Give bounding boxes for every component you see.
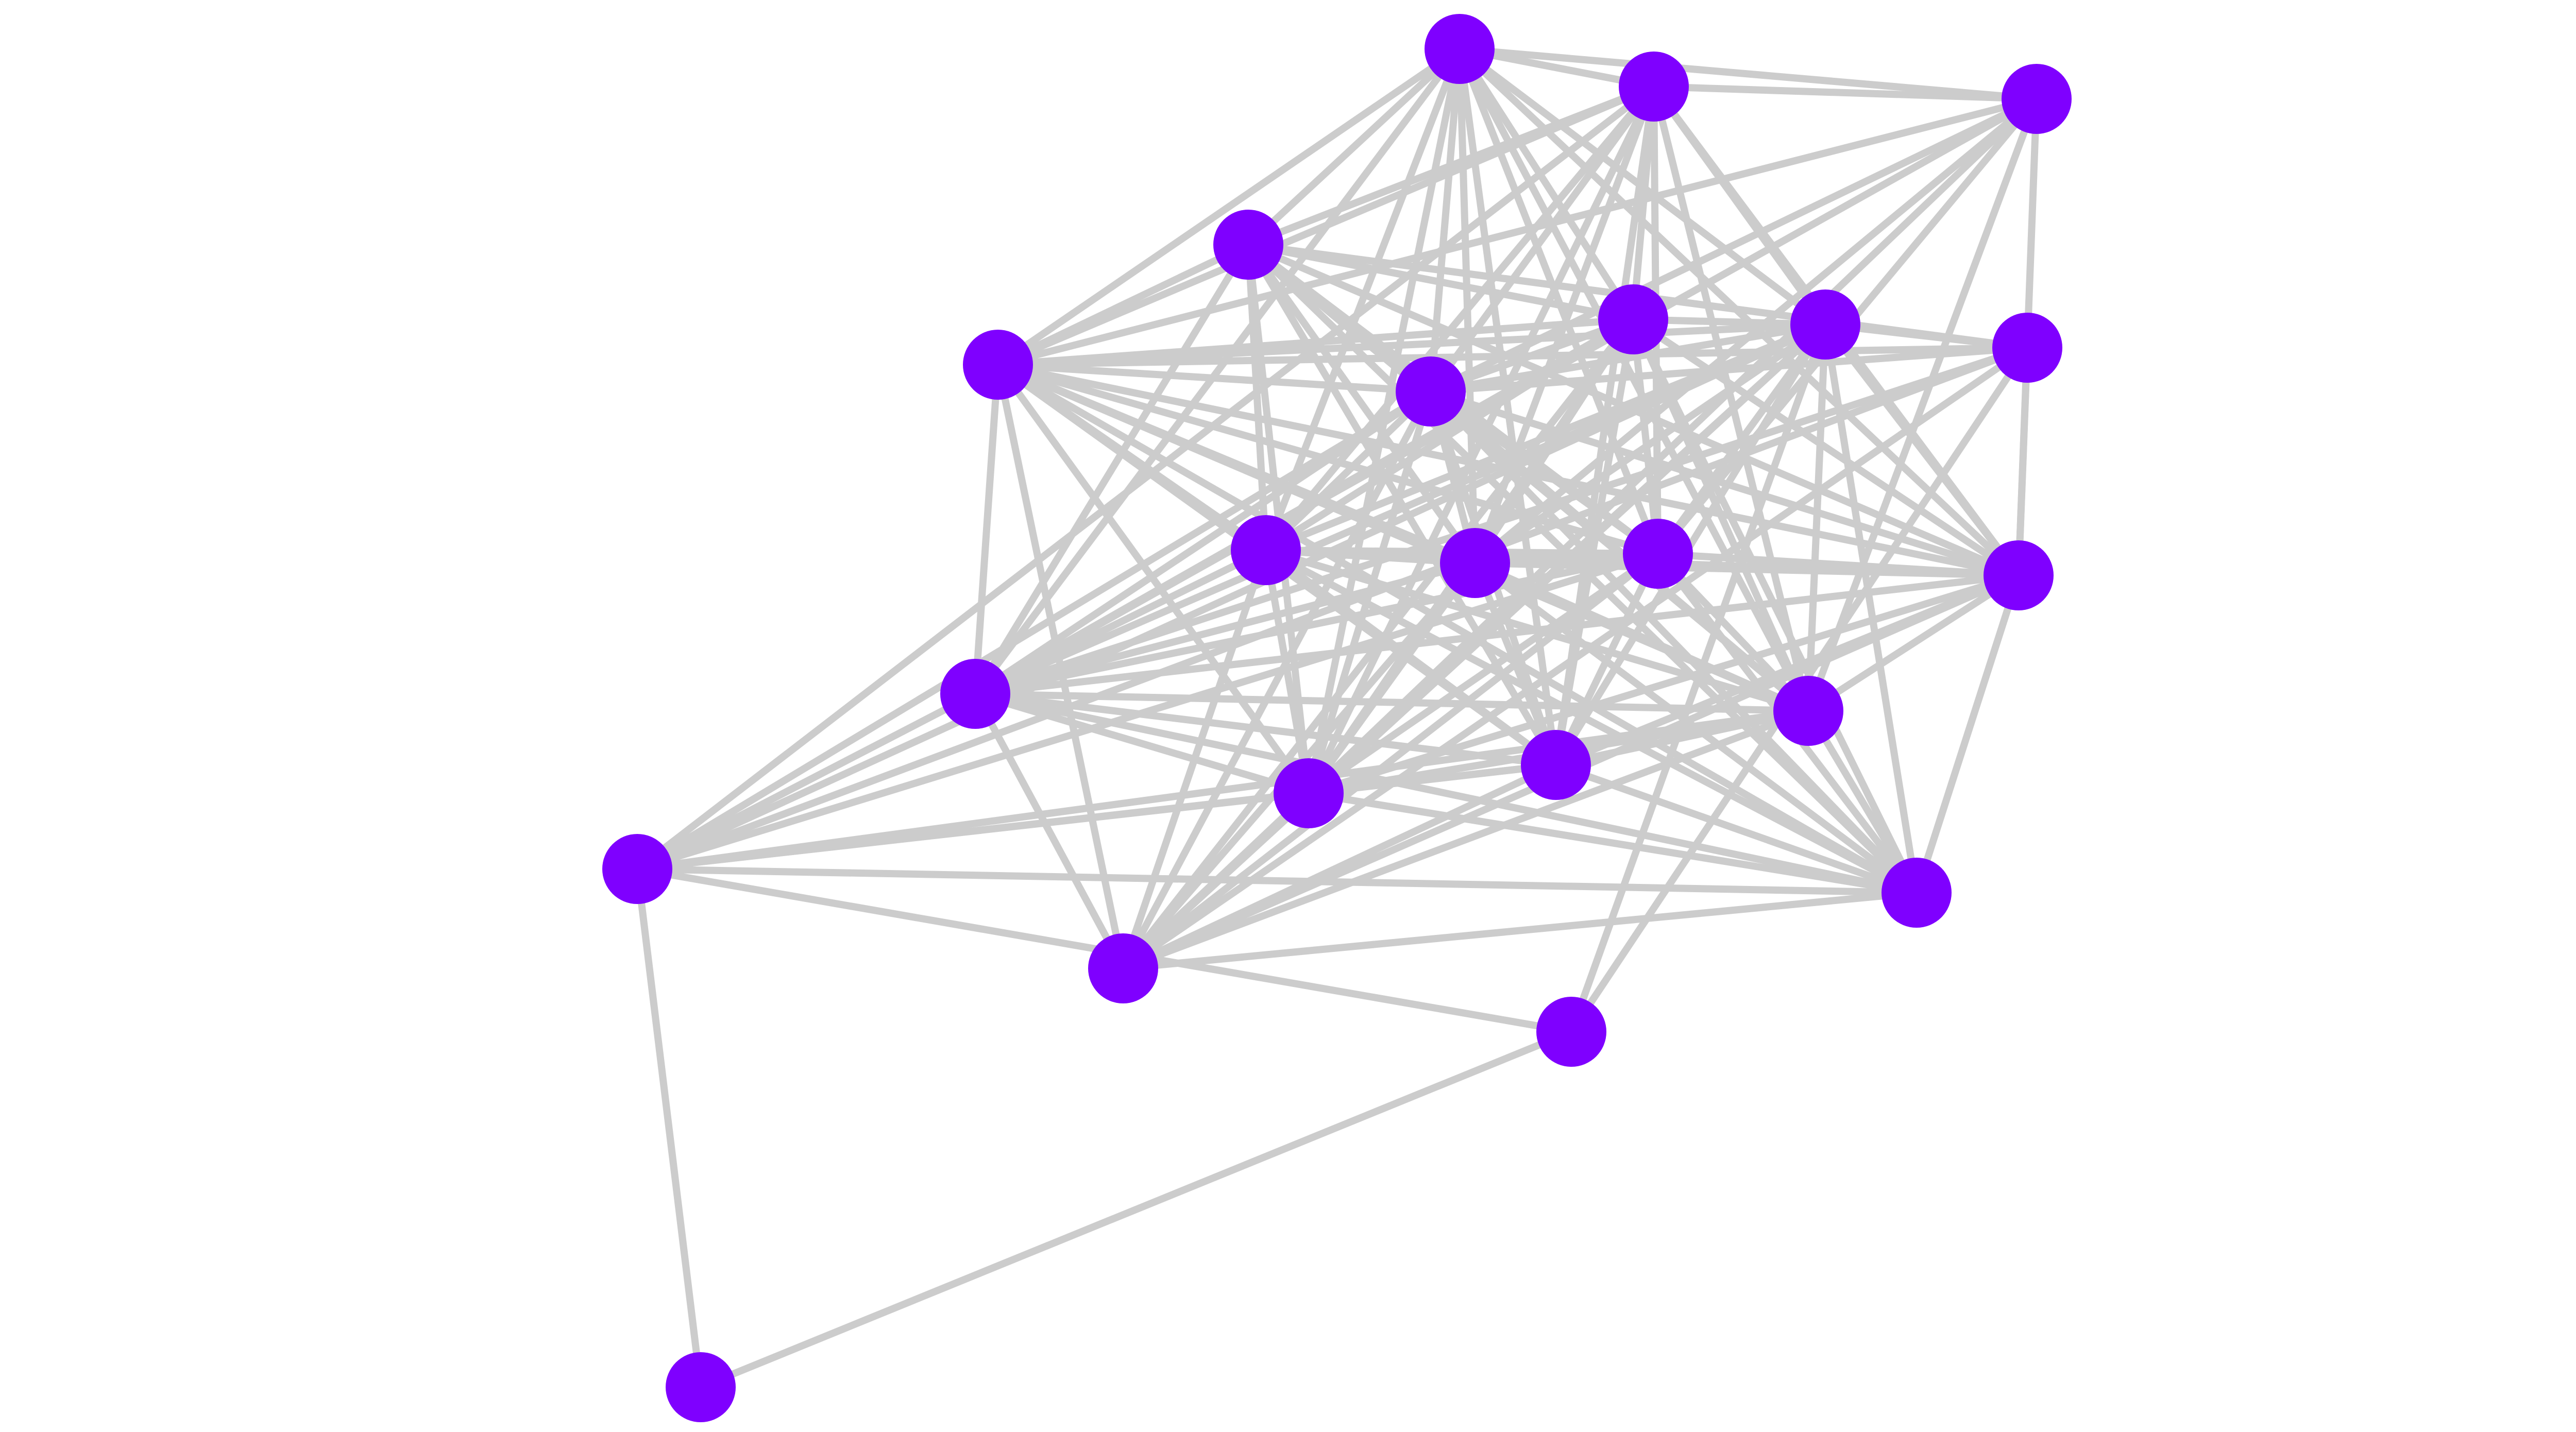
graph-edge (994, 361, 1920, 896)
graph-edge (972, 572, 2022, 697)
graph-edge (1805, 707, 1920, 896)
graph-node (1088, 933, 1158, 1003)
graph-edge (2015, 344, 2031, 579)
graph-edge (1822, 321, 2022, 579)
graph-edge (1120, 761, 1560, 972)
graph-node (1984, 540, 2054, 610)
graph-node (1619, 52, 1689, 122)
graph-node (1274, 758, 1344, 828)
graph-edge (1456, 45, 2040, 103)
graph-edge (994, 95, 2040, 368)
graph-edge (1650, 83, 2040, 103)
graph-edge (1245, 241, 1637, 323)
graph-edge (972, 547, 1269, 697)
graph-edge (634, 344, 2031, 873)
graph-node (1882, 858, 1952, 928)
graph-edge (1262, 45, 1463, 554)
graph-edge (1654, 550, 1812, 714)
graph-edge (972, 690, 1920, 896)
graph-edge (972, 559, 1479, 697)
graph-node (2002, 64, 2072, 134)
graph-edge (1427, 321, 1829, 395)
graph-edge (634, 865, 1920, 896)
graph-edge (1245, 45, 1463, 248)
graph-edge (634, 865, 704, 1391)
graph-edge (1654, 550, 2022, 579)
graph-edge (1245, 241, 1479, 567)
graph-edge (994, 361, 1434, 395)
graph-node (1790, 289, 1860, 360)
graph-edge (994, 83, 1657, 368)
graph-edge (972, 690, 1560, 769)
graph-node (1623, 519, 1693, 589)
graph-edge (1120, 889, 1920, 972)
graph-edge (1805, 572, 2022, 714)
graph-edge (972, 241, 1252, 697)
graph-edge (1630, 316, 2022, 579)
graph-edge (972, 550, 1662, 697)
graph-edge (994, 241, 1252, 368)
graph-edge (994, 344, 2031, 368)
graph-edge (972, 690, 1127, 972)
graph-edge (1305, 572, 2022, 797)
graph-node (1992, 313, 2062, 383)
graph-edge (972, 690, 1312, 797)
graph-node (1536, 997, 1606, 1067)
graph-node (1773, 676, 1843, 746)
graph-edge (1262, 388, 1434, 554)
graph-edge (634, 761, 1560, 873)
graph-edge (634, 83, 1657, 873)
graph-edge (972, 344, 2031, 697)
nodes-layer (602, 14, 2072, 1422)
graph-node (1521, 730, 1591, 800)
graph-node (1598, 284, 1668, 354)
graph-edge (1427, 388, 1662, 557)
graph-edge (972, 690, 1812, 714)
graph-edge (1262, 83, 1657, 554)
graph-edge (634, 690, 979, 873)
graph-node (1213, 210, 1283, 280)
graph-edge (1120, 344, 2031, 972)
graph-node (963, 330, 1033, 400)
graph-node (666, 1352, 736, 1422)
graph-edge (1805, 321, 1829, 714)
graph-edge (1427, 95, 2040, 395)
graph-edge (1456, 45, 1637, 323)
graph-edge (994, 321, 1829, 368)
graph-edge (1427, 344, 2031, 395)
graph-node (1425, 14, 1495, 84)
graph-edge (697, 1028, 1575, 1391)
graph-edge (634, 707, 1812, 873)
graph-edge (972, 361, 1002, 697)
graph-edge (1427, 388, 2022, 579)
graph-edge (1552, 761, 1920, 896)
graph-node (940, 659, 1010, 729)
edges-layer (634, 45, 2040, 1391)
graph-edge (1120, 707, 1812, 972)
graph-edge (972, 388, 1434, 697)
graph-edge (1120, 388, 1434, 972)
graph-edge (1262, 547, 1920, 896)
graph-node (602, 834, 672, 904)
graph-node (1440, 528, 1510, 598)
graph-edge (1805, 95, 2040, 714)
graph-edge (994, 45, 1463, 368)
graph-edge (972, 45, 1463, 697)
graph-node (1231, 515, 1301, 585)
graph-edge (1913, 572, 2022, 896)
graph-edge (1552, 550, 1662, 769)
graph-edge (634, 321, 1829, 873)
graph-edge (634, 388, 1434, 873)
graph-edge (1305, 790, 1920, 896)
graph-edge (1427, 388, 1920, 896)
graph-edge (1305, 559, 1479, 797)
graph-edge (1305, 550, 1662, 797)
graph-node (1396, 356, 1466, 427)
